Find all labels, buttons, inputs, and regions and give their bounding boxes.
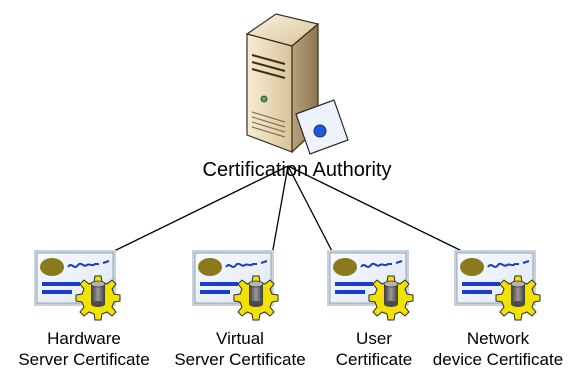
certificate-label-line2: Server Certificate: [18, 350, 150, 369]
server-with-certificate-icon: [245, 13, 349, 155]
certificate-label-line1: User: [356, 329, 392, 348]
certificate-icon-virtual: [191, 249, 279, 321]
connector-lines: [105, 165, 471, 256]
certificate-label-user: User Certificate: [294, 328, 454, 370]
connector-virtual: [271, 165, 289, 256]
certificate-icon-hardware: [33, 249, 121, 321]
certificate-label-network: Network device Certificate: [418, 328, 574, 370]
certificate-icon-network: [453, 249, 541, 321]
certificate-label-line1: Hardware: [47, 329, 121, 348]
certificate-label-line1: Network: [466, 329, 530, 348]
certificate-label-virtual: Virtual Server Certificate: [160, 328, 320, 370]
connector-hardware: [105, 165, 289, 256]
connector-user: [287, 165, 335, 256]
certificate-label-line1: Virtual: [216, 329, 264, 348]
certificate-label-hardware: Hardware Server Certificate: [4, 328, 164, 370]
certificate-label-line2: device Certificate: [432, 350, 564, 369]
certification-authority-label: Certification Authority: [202, 159, 392, 181]
certificate-label-line2: Certificate: [335, 350, 413, 369]
certificate-label-line2: Server Certificate: [174, 350, 306, 369]
certificate-icon-user: [326, 249, 414, 321]
connector-network: [287, 165, 471, 256]
